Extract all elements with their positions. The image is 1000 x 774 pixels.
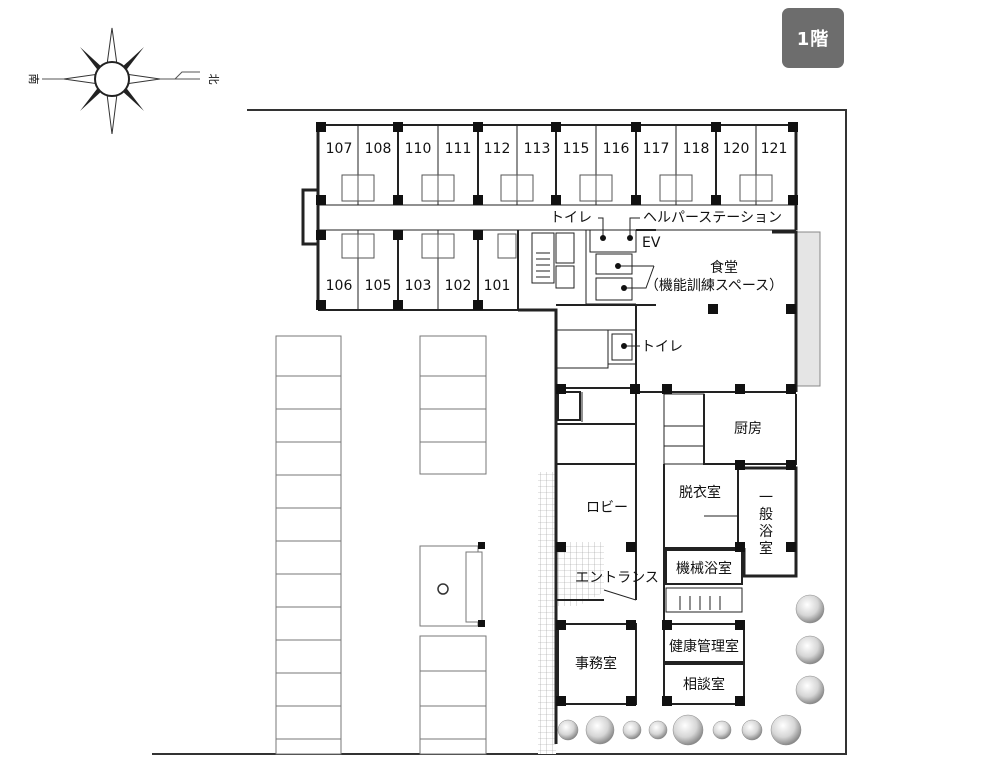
compass: 南 北: [27, 27, 220, 135]
room-107: 107: [326, 141, 353, 157]
label-bath-2: 般: [759, 507, 773, 523]
room-113: 113: [524, 141, 551, 157]
shrubs: [557, 594, 825, 746]
label-bath-4: 室: [759, 540, 773, 557]
room-101: 101: [484, 278, 511, 294]
floor-badge: 1階: [782, 8, 844, 68]
room-102: 102: [445, 278, 472, 294]
accessible-parking: [419, 542, 485, 627]
label-machine-bath: 機械浴室: [676, 560, 732, 577]
room-118: 118: [683, 141, 710, 157]
unit-toilets-south: [341, 233, 517, 259]
service-core: [517, 229, 656, 744]
label-ev: EV: [642, 235, 661, 251]
room-120: 120: [723, 141, 750, 157]
unit-toilets-north: [341, 174, 773, 202]
compass-south: 南: [27, 74, 40, 85]
lobby-block: [554, 464, 665, 705]
label-dining-2: （機能訓練スペース）: [645, 278, 783, 294]
label-helper-station: ヘルパーステーション: [643, 210, 782, 226]
parking-right-top: [419, 335, 487, 475]
leader-lines: [598, 217, 655, 347]
entrance-tiles: [538, 472, 556, 754]
mid-rooms: [555, 305, 637, 468]
label-dining-1: 食堂: [710, 259, 738, 276]
leader-dots: [600, 235, 633, 349]
label-bath-3: 浴: [759, 524, 773, 540]
room-108: 108: [365, 141, 392, 157]
columns-residential: [316, 122, 798, 310]
label-health: 健康管理室: [669, 638, 739, 655]
kitchen-bath-block: [663, 393, 798, 705]
site-boundary: [152, 109, 847, 755]
label-bath-1: 一: [759, 490, 773, 506]
label-toilet-mid: トイレ: [641, 339, 683, 355]
terrace: [796, 231, 821, 387]
label-office: 事務室: [575, 655, 617, 672]
room-115: 115: [563, 141, 590, 157]
room-110: 110: [405, 141, 432, 157]
columns-body: [556, 304, 796, 706]
label-kitchen: 厨房: [734, 421, 762, 437]
room-numbers-north: 107 108 110 111 112 113 115 116 117 118 …: [326, 141, 788, 157]
room-112: 112: [484, 141, 511, 157]
compass-north: 北: [207, 74, 220, 85]
label-consult: 相談室: [683, 676, 725, 693]
room-labels: トイレ ヘルパーステーション EV 食堂 （機能訓練スペース） トイレ 厨房 ロ…: [550, 210, 783, 693]
label-dressing: 脱衣室: [679, 484, 721, 501]
room-105: 105: [365, 278, 392, 294]
parking-left: [275, 335, 342, 755]
room-111: 111: [445, 141, 472, 157]
room-121: 121: [761, 141, 788, 157]
wheelchair-icon: [437, 583, 449, 595]
room-116: 116: [603, 141, 630, 157]
room-numbers-south: 106 105 103 102 101: [326, 278, 511, 294]
room-117: 117: [643, 141, 670, 157]
label-lobby: ロビー: [586, 500, 628, 516]
entrance-tiles-2: [556, 542, 604, 606]
room-103: 103: [405, 278, 432, 294]
room-106: 106: [326, 278, 353, 294]
parking-right-bottom: [419, 635, 487, 755]
label-toilet-top: トイレ: [550, 210, 592, 226]
label-entrance: エントランス: [575, 570, 659, 586]
